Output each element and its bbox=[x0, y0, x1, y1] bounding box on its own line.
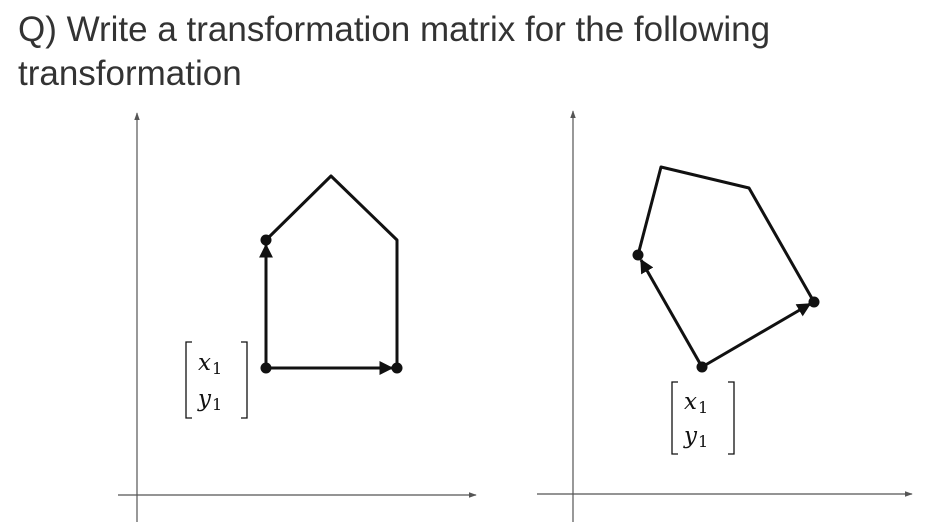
left-vector-label: x1 y1 bbox=[185, 341, 248, 419]
right-right-point bbox=[808, 296, 820, 308]
right-vector-label: x1 y1 bbox=[671, 381, 735, 455]
right-label-y: y1 bbox=[683, 423, 708, 451]
left-panel: x1 y1 bbox=[118, 112, 477, 522]
right-origin-point bbox=[696, 361, 708, 373]
left-right-point bbox=[391, 362, 403, 374]
right-vector-right bbox=[701, 302, 812, 369]
left-bracket-open bbox=[185, 341, 192, 419]
right-vector-up bbox=[639, 258, 704, 368]
left-house-outline bbox=[264, 174, 399, 368]
left-label-x: x1 bbox=[198, 350, 222, 378]
left-top-point bbox=[260, 234, 272, 246]
right-top-point bbox=[632, 249, 644, 261]
question-line-1: Q) Write a transformation matrix for the… bbox=[18, 10, 771, 49]
question-text: Q) Write a transformation matrix for the… bbox=[18, 8, 918, 96]
left-origin-point bbox=[260, 362, 272, 374]
question-line-2: transformation bbox=[18, 54, 242, 93]
right-bracket-open bbox=[671, 381, 678, 455]
right-bracket-close bbox=[728, 381, 735, 455]
left-label-y: y1 bbox=[197, 386, 222, 414]
right-label-x: x1 bbox=[684, 389, 708, 417]
right-panel: x1 y1 bbox=[537, 110, 913, 522]
left-bracket-close bbox=[241, 341, 248, 419]
right-house-outline bbox=[636, 165, 816, 303]
